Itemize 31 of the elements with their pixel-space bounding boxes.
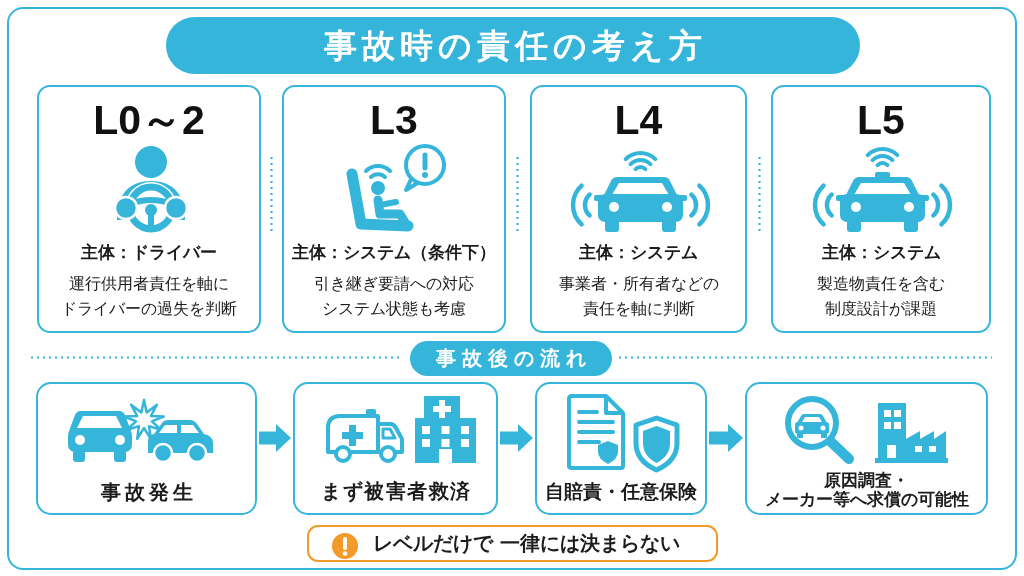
title-banner: 事故時の責任の考え方 [166, 17, 860, 74]
step-box [745, 382, 988, 515]
level-heading: L3 [370, 97, 418, 143]
subject-label: 主体：システム [579, 241, 698, 263]
arrow [500, 424, 533, 452]
step-label: 自賠責・任意保険 [545, 480, 697, 504]
description-text: 製造物責任を含む制度設計が課題 [817, 273, 945, 320]
arrow [709, 424, 743, 452]
description-text: 運行供用者責任を軸にドライバーの過失を判断 [61, 273, 237, 320]
level-card [530, 85, 747, 333]
subject-label: 主体：システム（条件下） [292, 241, 496, 263]
level-card [771, 85, 991, 333]
step-box [535, 382, 707, 515]
level-heading: L4 [614, 97, 663, 143]
step-box [36, 382, 257, 515]
step-label: まず被害者救済 [320, 480, 472, 504]
warning-text: レベルだけで 一律には決まらない [373, 531, 680, 557]
step-box [293, 382, 498, 515]
level-card [37, 85, 261, 333]
arrow [259, 424, 291, 452]
description-text: 引き継ぎ要請への対応システム状態も考慮 [314, 273, 474, 320]
subject-label: 主体：システム [821, 241, 941, 263]
section-heading-pill: 事故後の流れ [410, 341, 612, 376]
step-label: 事故発生 [99, 480, 197, 504]
level-card [282, 85, 506, 333]
step-label: 原因調査・メーカー等へ求償の可能性 [764, 470, 969, 509]
warning-box [307, 525, 718, 562]
level-heading: L5 [857, 97, 905, 143]
level-heading: L0～2 [93, 97, 205, 143]
description-text: 事業者・所有者などの責任を軸に判断 [558, 273, 719, 320]
subject-label: 主体：ドライバー [81, 241, 217, 263]
